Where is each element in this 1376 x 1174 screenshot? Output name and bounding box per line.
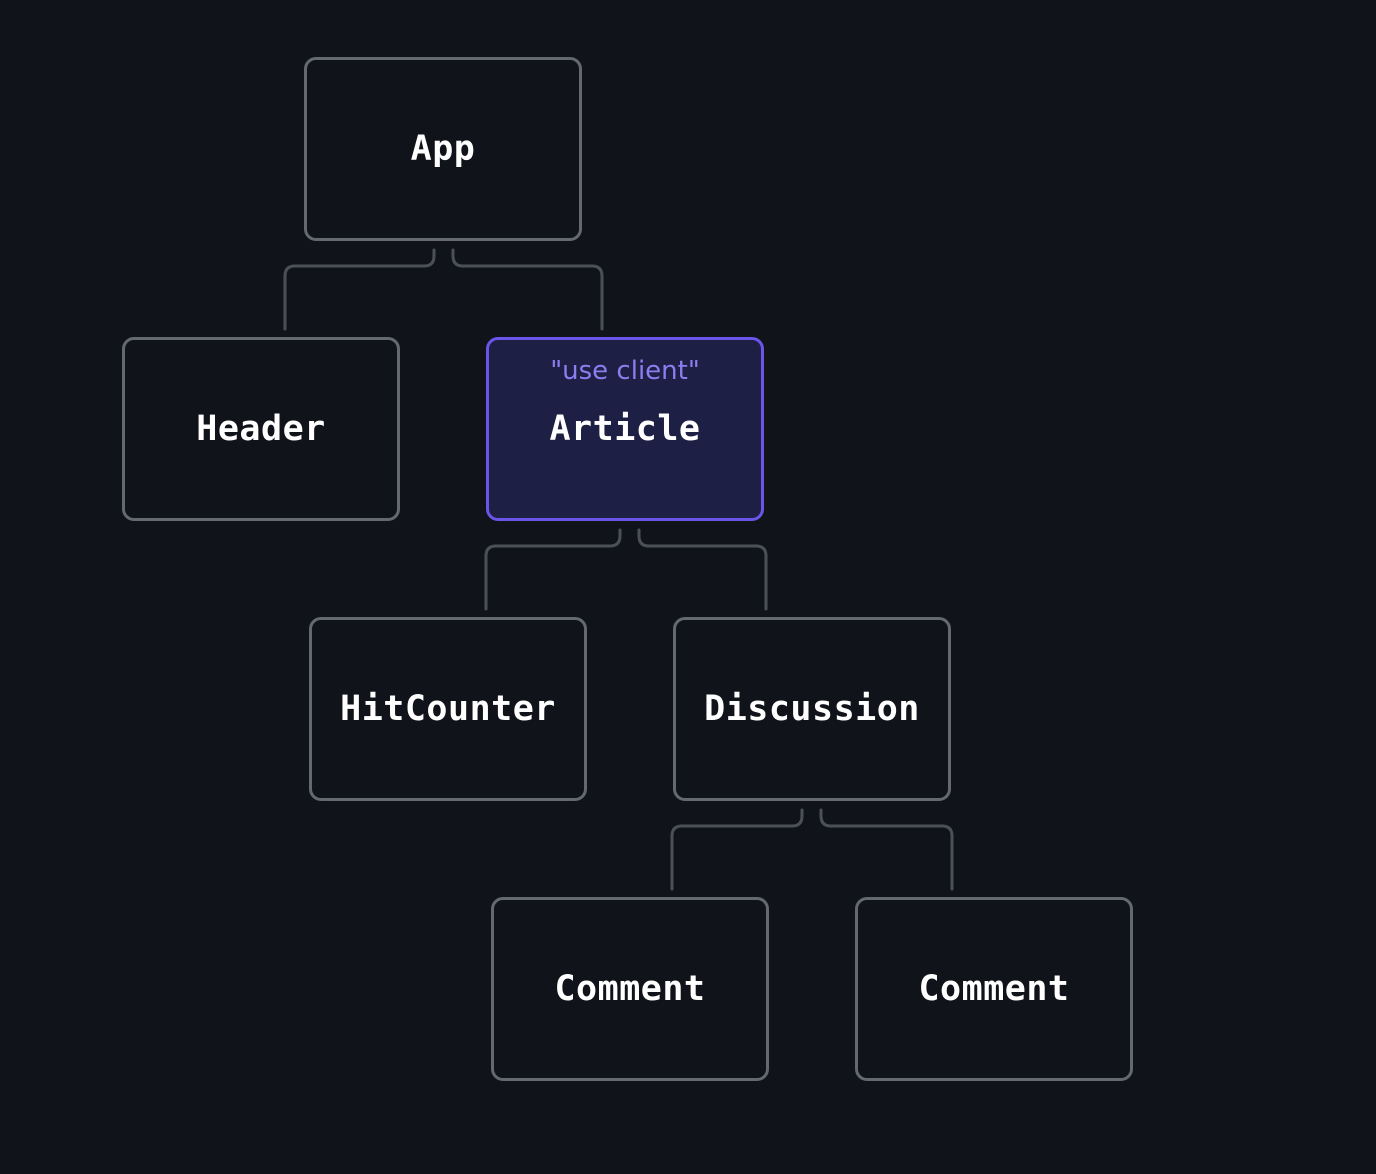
node-app: App bbox=[304, 57, 582, 241]
node-label-article: Article bbox=[549, 409, 701, 449]
edge-discussion-comment-2 bbox=[819, 808, 954, 891]
node-label-header: Header bbox=[196, 409, 326, 449]
edge-article-hitcounter bbox=[484, 528, 622, 611]
use-client-directive: "use client" bbox=[550, 356, 700, 386]
node-article: "use client" Article bbox=[486, 337, 764, 521]
node-label-hitcounter: HitCounter bbox=[340, 689, 556, 729]
node-comment-2: Comment bbox=[855, 897, 1133, 1081]
node-header: Header bbox=[122, 337, 400, 521]
node-label-discussion: Discussion bbox=[704, 689, 920, 729]
edge-app-article bbox=[451, 248, 604, 331]
node-hitcounter: HitCounter bbox=[309, 617, 587, 801]
node-comment-1: Comment bbox=[491, 897, 769, 1081]
node-label-app: App bbox=[410, 129, 476, 169]
node-discussion: Discussion bbox=[673, 617, 951, 801]
node-label-comment-1: Comment bbox=[554, 969, 706, 1009]
node-label-comment-2: Comment bbox=[918, 969, 1070, 1009]
edge-article-discussion bbox=[637, 528, 768, 611]
edge-app-header bbox=[283, 248, 436, 331]
edge-discussion-comment-1 bbox=[670, 808, 804, 891]
